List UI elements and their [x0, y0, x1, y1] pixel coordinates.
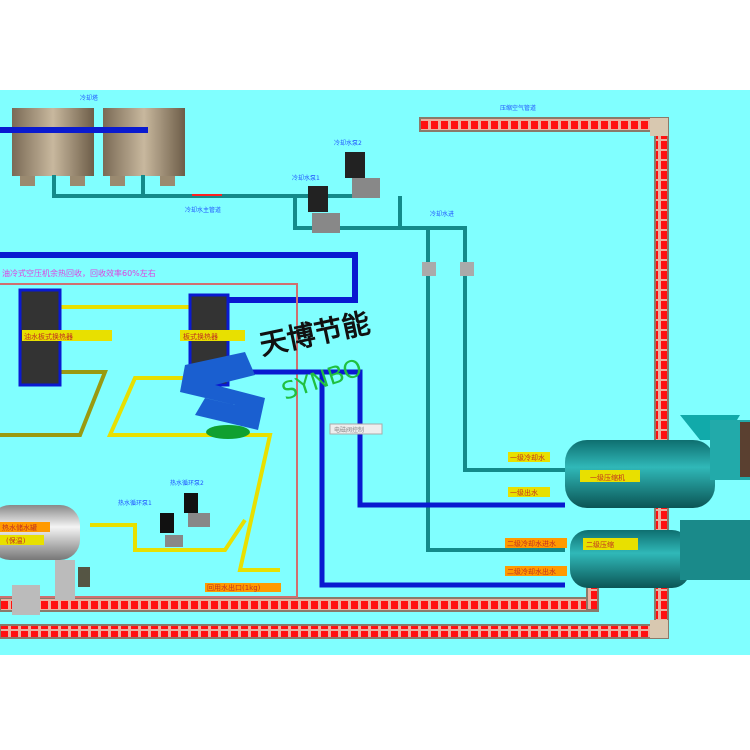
circ-pump2-label: 热水循环泵2 — [170, 479, 204, 487]
hot-loop-pipe — [0, 252, 358, 303]
c1-name: 一级压缩机 — [590, 473, 625, 482]
cooling-pump-2[interactable] — [345, 152, 380, 198]
pump1-label: 冷却水泵1 — [292, 174, 320, 182]
c2-name: 二级压缩 — [586, 540, 614, 549]
air-pipe-label: 压缩空气管道 — [500, 104, 536, 112]
cooling-main-label: 冷却水主管道 — [185, 206, 221, 214]
hx2-label: 板式换热器 — [183, 332, 218, 341]
tank-sublabel: (保温) — [6, 536, 26, 545]
cooling-tower-label: 冷却塔 — [80, 94, 98, 102]
c2-out-label: 二级冷却水出水 — [507, 567, 556, 576]
diagram-svg: 冷却塔 冷却水主管道 冷却水泵1 冷却水泵2 冷却水进 压缩空气管道 油冷式空压… — [0, 94, 750, 639]
compressor-stage-1[interactable]: 一级压缩机 — [565, 415, 750, 508]
outlet-label: 回用水出口(1kg) — [207, 583, 261, 592]
compressor-stage-2[interactable]: 二级压缩 — [570, 520, 750, 588]
c2-in-label: 二级冷却水进水 — [507, 539, 556, 548]
heat-pipes — [0, 305, 565, 588]
cooling-in-label: 冷却水进 — [430, 210, 454, 218]
c1-in-label: 一级冷却水 — [510, 453, 545, 462]
cooling-pump-1[interactable] — [308, 186, 340, 233]
cooling-towers: 冷却塔 — [12, 94, 185, 186]
section-title: 油冷式空压机余热回收，回收效率60%左右 — [2, 268, 156, 278]
tank-label: 热水储水罐 — [2, 523, 37, 532]
control-box[interactable] — [329, 423, 383, 435]
hx1-label: 油水板式换热器 — [24, 332, 73, 341]
pump2-label: 冷却水泵2 — [334, 139, 362, 147]
circulation-pump-1[interactable] — [160, 513, 183, 547]
hot-water-tank[interactable]: 热水储水罐 (保温) — [0, 505, 90, 615]
cooling-water-pipes — [52, 175, 565, 552]
control-box-label: 电磁阀控制 — [334, 426, 364, 434]
process-diagram: 冷却塔 冷却水主管道 冷却水泵1 冷却水泵2 冷却水进 压缩空气管道 油冷式空压… — [0, 90, 750, 655]
valve[interactable] — [460, 262, 474, 276]
valve[interactable] — [422, 262, 436, 276]
c1-out-label: 一级出水 — [510, 488, 538, 497]
circulation-pump-2[interactable] — [184, 493, 210, 527]
section-border — [0, 283, 298, 598]
circ-pump1-label: 热水循环泵1 — [118, 499, 152, 507]
